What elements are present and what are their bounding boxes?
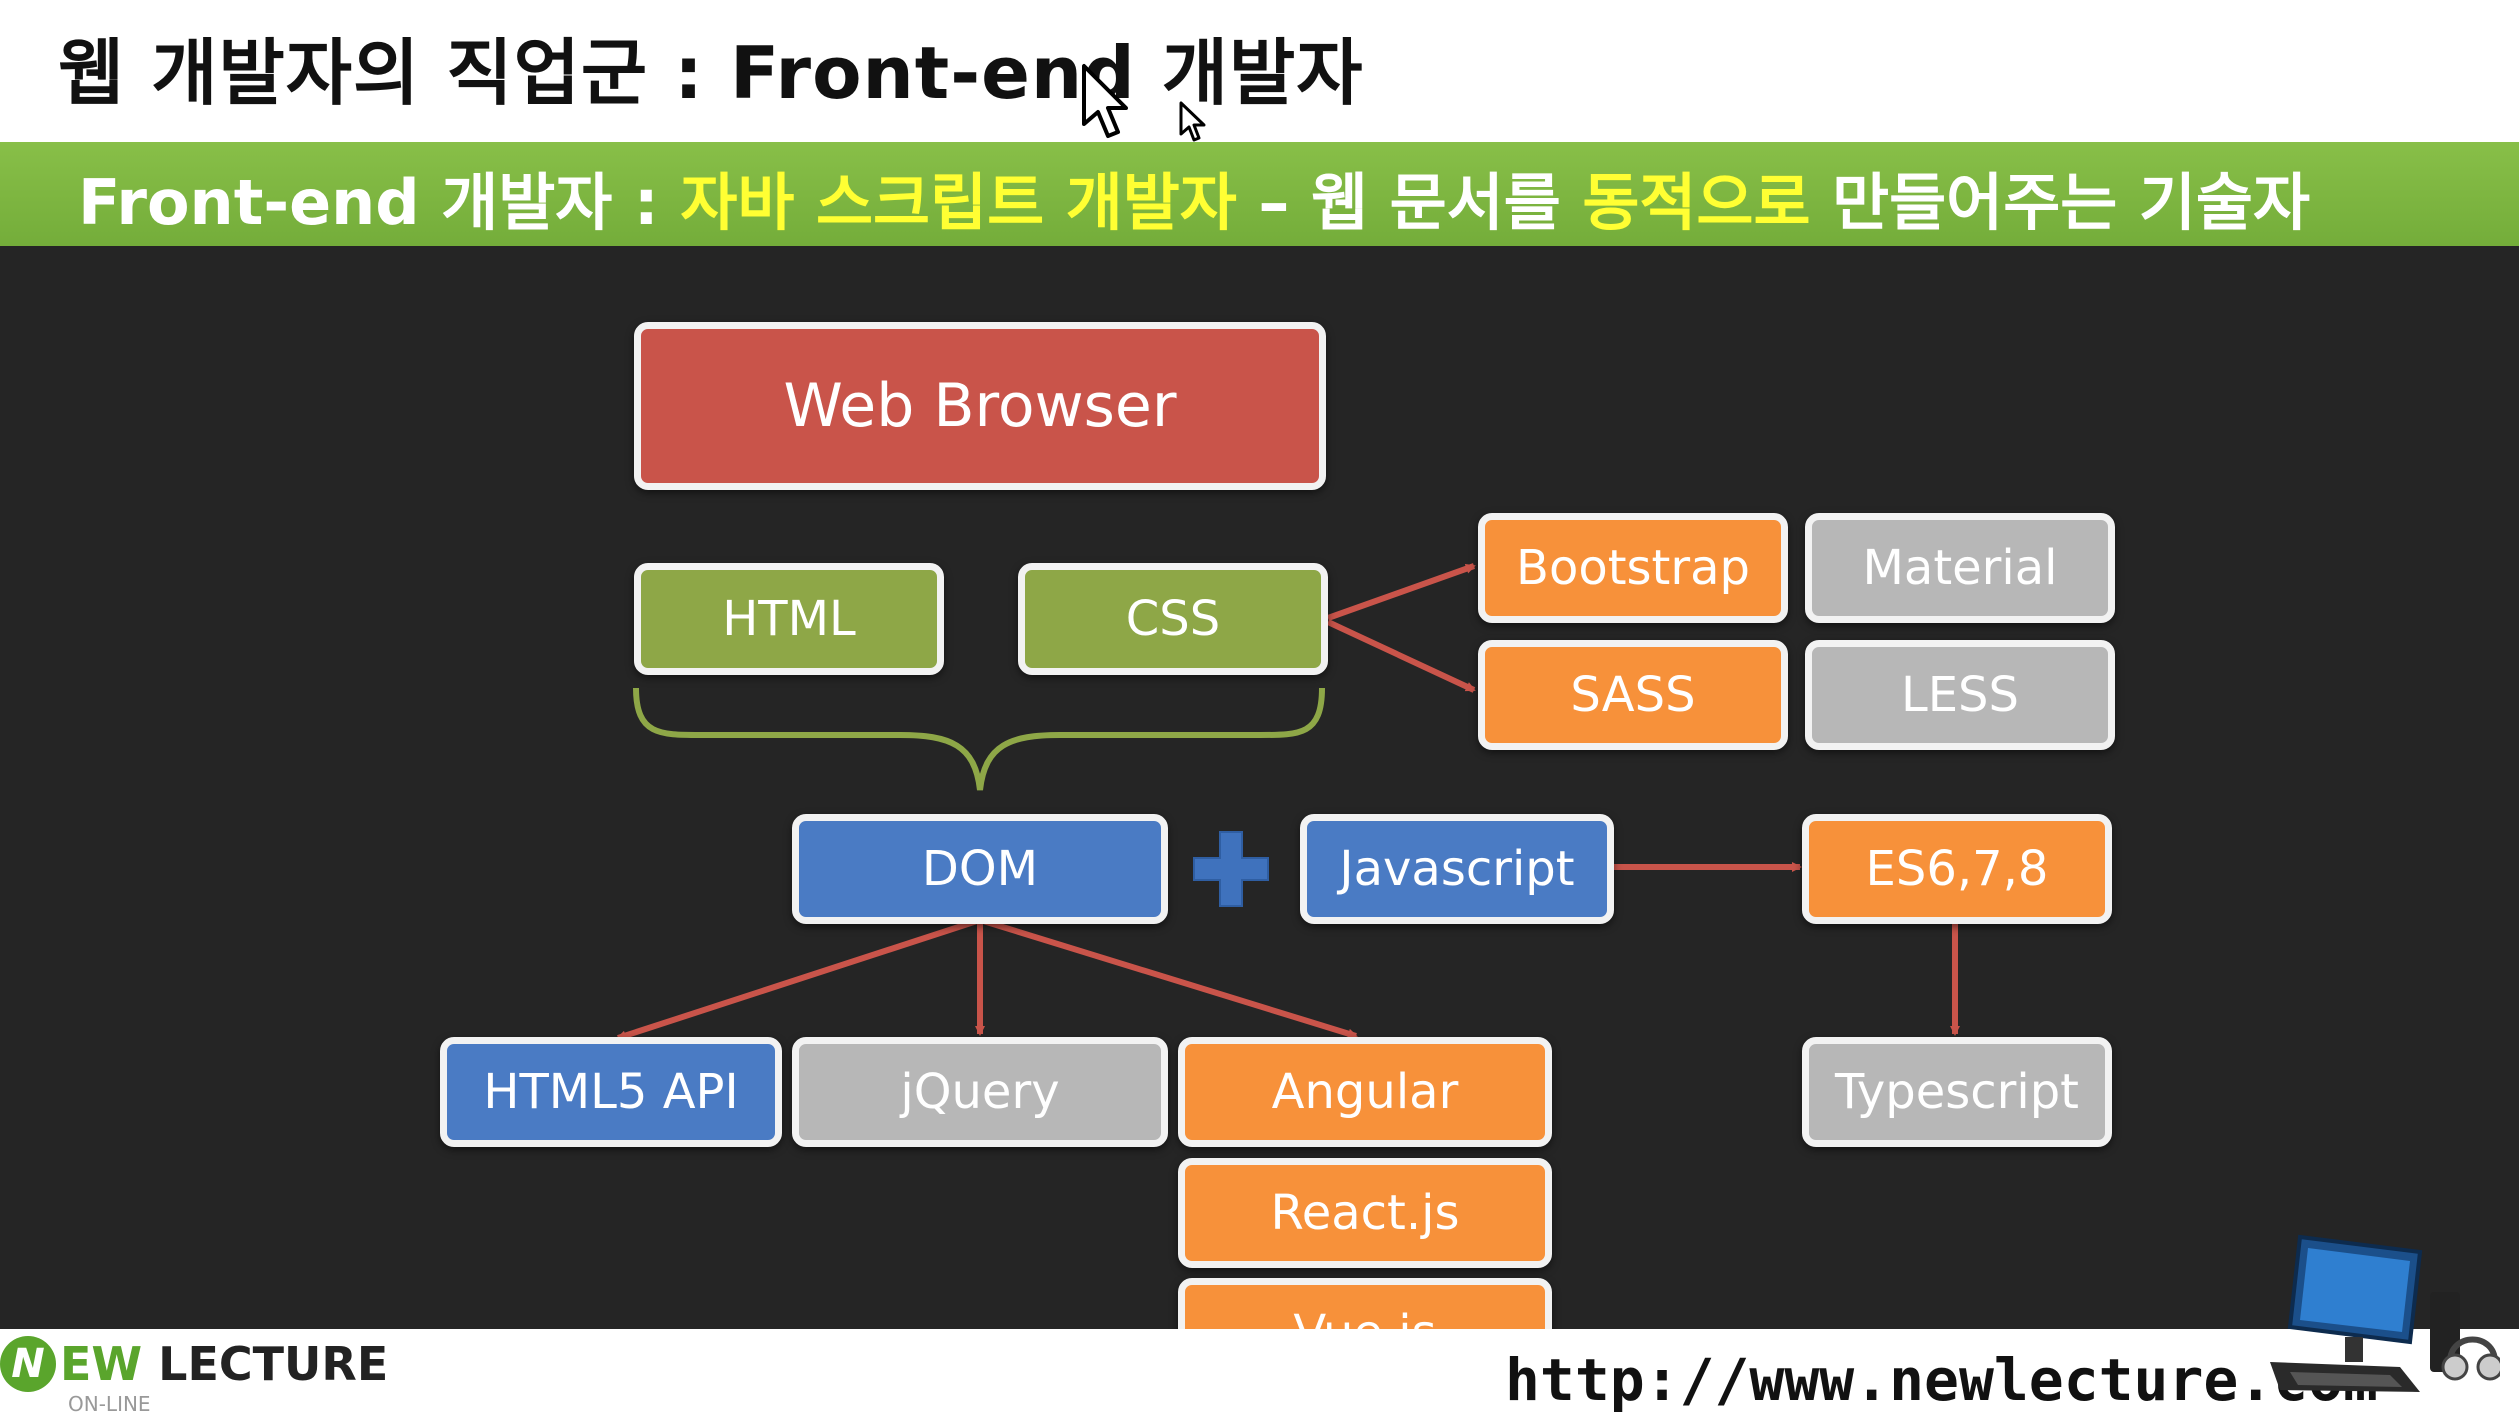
es-box: ES6,7,8: [1802, 814, 2112, 924]
less-box: LESS: [1805, 640, 2115, 750]
title-bar: [0, 0, 2519, 142]
footer-url[interactable]: http://www.newlecture.com: [1505, 1346, 2378, 1414]
newlecture-logo[interactable]: N EW LECTURE: [0, 1336, 388, 1392]
subtitle-part5: 만들어주는 기술자: [1810, 166, 2311, 239]
subtitle-part3: – 웹 문서를: [1236, 166, 1583, 239]
web-browser-box: Web Browser: [634, 322, 1326, 490]
subtitle-bar: [0, 142, 2519, 246]
html5-api-box: HTML5 API: [440, 1037, 782, 1147]
javascript-box: Javascript: [1300, 814, 1614, 924]
sass-box: SASS: [1478, 640, 1788, 750]
mouse-cursor-icon: [1179, 101, 1206, 142]
subtitle: Front-end 개발자 : 자바 스크립트 개발자 – 웹 문서를 동적으로…: [78, 152, 2310, 242]
material-box: Material: [1805, 513, 2115, 623]
typescript-box: Typescript: [1802, 1037, 2112, 1147]
react-box: React.js: [1178, 1158, 1552, 1268]
subtitle-highlight-dynamic: 동적으로: [1582, 166, 1811, 239]
bootstrap-box: Bootstrap: [1478, 513, 1788, 623]
mouse-cursor-icon: [1082, 64, 1128, 138]
plus-icon: [1193, 831, 1269, 907]
logo-ew: EW: [60, 1337, 143, 1391]
html-box: HTML: [634, 563, 944, 675]
subtitle-highlight-js: 자바 스크립트 개발자: [680, 166, 1237, 239]
computer-icon: [2270, 1234, 2500, 1392]
angular-box: Angular: [1178, 1037, 1552, 1147]
headset-icon: [2441, 1336, 2500, 1381]
logo-lecture: LECTURE: [158, 1337, 389, 1391]
jquery-box: jQuery: [792, 1037, 1168, 1147]
footer: [0, 1329, 2519, 1421]
css-box: CSS: [1018, 563, 1328, 675]
logo-online: ON-LINE: [68, 1392, 151, 1416]
dom-box: DOM: [792, 814, 1168, 924]
page-title: 웹 개발자의 직업군 : Front-end 개발자: [58, 31, 1364, 115]
logo-n-badge: N: [0, 1336, 56, 1392]
subtitle-part1: Front-end 개발자 :: [78, 166, 681, 239]
